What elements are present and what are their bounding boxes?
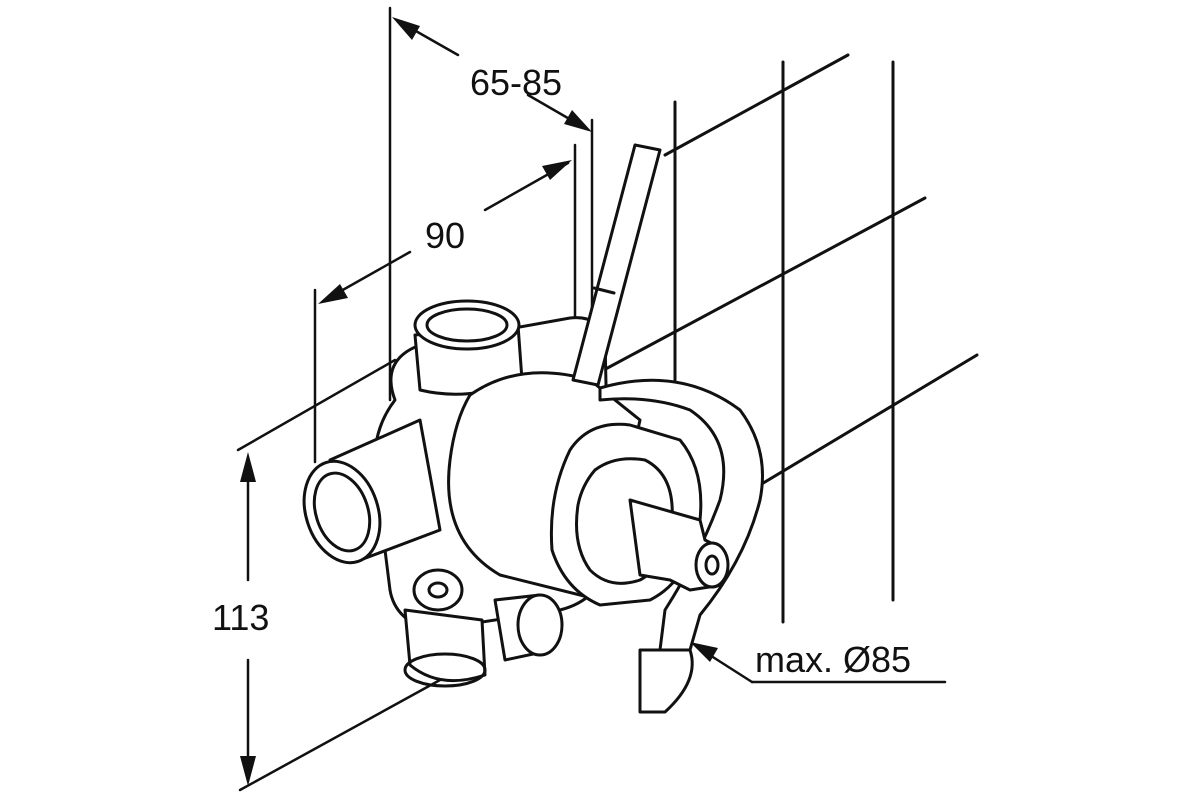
left-inlet-rim xyxy=(302,459,382,565)
valve-body xyxy=(302,143,764,714)
arrow-head xyxy=(240,756,256,786)
arrow-head xyxy=(542,160,572,180)
extension-lines xyxy=(236,6,594,792)
pipe-rod xyxy=(571,143,662,387)
arrow-head xyxy=(564,110,592,132)
screw-boss xyxy=(412,568,464,612)
height-dimension: 113 xyxy=(212,452,269,786)
arrow-head xyxy=(318,284,348,304)
seal-tab xyxy=(638,648,694,714)
arrow-head xyxy=(690,642,718,662)
width-dimension: 90 xyxy=(318,160,572,304)
depth-range-label: 65-85 xyxy=(470,62,562,103)
wall-plane-lines xyxy=(598,53,979,624)
max-diameter-callout: max. Ø85 xyxy=(690,639,947,684)
depth-dimension: 65-85 xyxy=(392,17,592,132)
bottom-outlet xyxy=(403,608,487,683)
width-label: 90 xyxy=(425,215,465,256)
height-label: 113 xyxy=(212,597,269,638)
max-diameter-label: max. Ø85 xyxy=(755,639,911,680)
arrow-head xyxy=(392,17,420,40)
arrow-head xyxy=(240,452,256,482)
